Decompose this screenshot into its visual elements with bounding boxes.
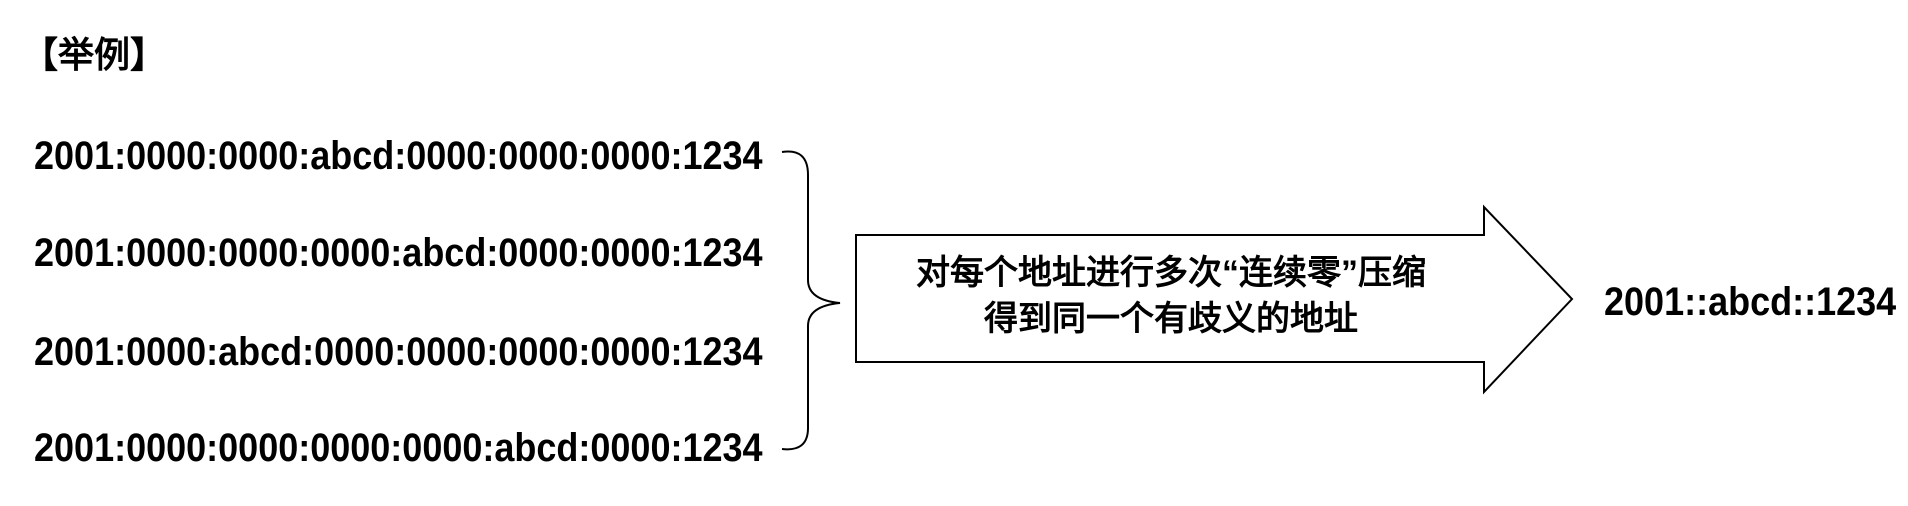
compressed-address: 2001::abcd::1234: [1604, 280, 1897, 324]
block-arrow-shape: [855, 204, 1574, 395]
example-title: 【举例】: [22, 34, 167, 75]
address-2: 2001:0000:0000:0000:abcd:0000:0000:1234: [34, 231, 763, 275]
address-3: 2001:0000:abcd:0000:0000:0000:0000:1234: [34, 330, 763, 374]
address-1: 2001:0000:0000:abcd:0000:0000:0000:1234: [34, 134, 763, 178]
arrow-label-line-1: 对每个地址进行多次“连续零”压缩: [916, 254, 1426, 292]
arrow-label-line-2: 得到同一个有歧义的地址: [984, 300, 1358, 338]
right-brace-icon: [781, 150, 841, 451]
address-4: 2001:0000:0000:0000:0000:abcd:0000:1234: [34, 426, 763, 470]
arrow-label: 对每个地址进行多次“连续零”压缩 得到同一个有歧义的地址: [856, 250, 1486, 342]
